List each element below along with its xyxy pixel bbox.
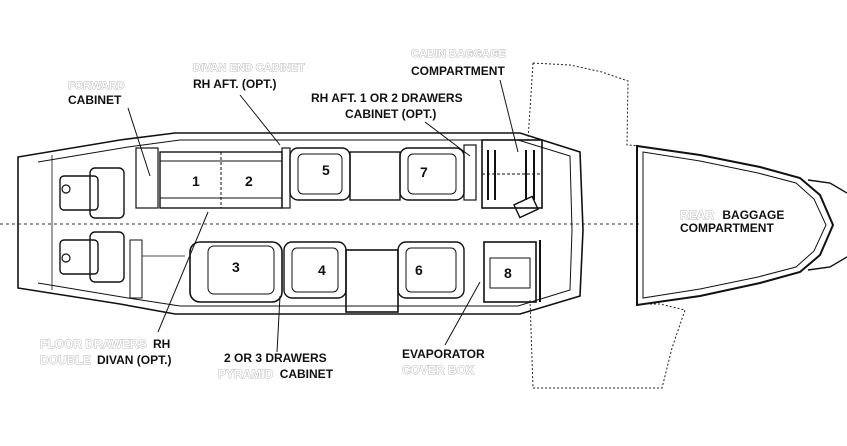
evaporator-label-line1: EVAPORATOR <box>402 347 485 361</box>
svg-text:REAR BAGGAGE COMPARTME: REAR BAGGAGE COMPARTMENT <box>680 208 788 235</box>
rear-baggage-label-word2: BAGGAGE <box>722 208 784 222</box>
floor-drawers-label-part3: DOUBLE <box>40 353 91 367</box>
drawers-cabinet-label-line2: CABINET (OPT.) <box>345 107 436 121</box>
divan-end-cabinet-label-line1: DIVAN END CABINET <box>193 62 305 74</box>
fuselage-inner-wall <box>37 139 573 307</box>
svg-text:DIVAN END CABINET RH AFT.: DIVAN END CABINET RH AFT. (OPT.) <box>193 60 308 91</box>
floor-drawers-label-part4: DIVAN (OPT.) <box>97 353 171 367</box>
seat-7-shape <box>399 147 465 201</box>
evaporator-label-line2: COVER BOX <box>402 363 474 377</box>
cabin-baggage-label-line2: COMPARTMENT <box>411 64 505 78</box>
drawers-cabinet-label-line1: RH AFT. 1 OR 2 DRAWERS <box>311 91 463 105</box>
leader-lines <box>127 79 519 353</box>
seat-number-7: 7 <box>420 164 428 180</box>
pyramid-cabinet-label-part2: PYRAMID <box>218 367 274 381</box>
seat-3-shape <box>189 241 283 303</box>
rh-aft-drawers-cabinet <box>463 144 477 201</box>
rear-baggage-label-word3: COMPARTMENT <box>680 221 774 235</box>
divan-end-cabinet <box>281 147 291 209</box>
svg-text:FORWARD CABINET: FORWARD CABINET <box>68 78 128 107</box>
seat-6-shape <box>397 241 465 299</box>
table-forward <box>349 151 401 201</box>
seat-number-5: 5 <box>322 162 330 178</box>
forward-cabinet <box>135 147 159 209</box>
aft-fuselage-dotted <box>527 62 686 389</box>
divan-end-cabinet-label-line2: RH AFT. (OPT.) <box>193 77 277 91</box>
small-cabinet <box>513 195 539 219</box>
floor-drawers-label-part1: FLOOR DRAWERS <box>40 337 147 351</box>
svg-text:FLOOR DRAWERS RH DOUBL: FLOOR DRAWERS RH DOUBLE DIVAN (OPT.) <box>40 337 174 367</box>
floor-drawers-label-part2: RH <box>153 337 170 351</box>
tail-cone <box>807 179 847 271</box>
forward-cabinet-label-line1: FORWARD <box>68 80 125 92</box>
seat-number-8: 8 <box>504 265 512 281</box>
fuselage-outline <box>17 132 584 315</box>
seat-number-4: 4 <box>318 262 326 278</box>
forward-cabinet-label-line2: CABINET <box>68 93 122 107</box>
pyramid-cabinet-label-part3: CABINET <box>280 367 334 381</box>
divan-seats-1-2 <box>159 151 283 209</box>
svg-text:RH AFT. 1 OR 2 DRAWERS CAB: RH AFT. 1 OR 2 DRAWERS CABINET (OPT.) <box>311 91 466 121</box>
cabin-baggage-compartment <box>481 139 543 209</box>
seat-number-1: 1 <box>192 173 200 189</box>
pilot-seat-left <box>59 167 125 219</box>
seat-number-6: 6 <box>415 262 423 278</box>
svg-text:2 OR 3 DRAWERS PYRAMID: 2 OR 3 DRAWERS PYRAMID CABINET <box>218 351 334 381</box>
seat-4-shape <box>283 241 347 299</box>
seat-5-shape <box>289 147 351 201</box>
seat-number-3: 3 <box>232 259 240 275</box>
rear-baggage-compartment-inner <box>642 151 827 299</box>
svg-text:CABIN BAGGAGE COMPARTMENT: CABIN BAGGAGE COMPARTMENT <box>411 46 509 78</box>
svg-text:EVAPORATOR COVER BOX: EVAPORATOR COVER BOX <box>402 347 488 377</box>
seat-8-shape <box>483 240 541 303</box>
rear-baggage-label-word1: REAR <box>680 208 714 222</box>
rear-baggage-compartment-outline <box>636 144 835 307</box>
cabin-baggage-label-line1: CABIN BAGGAGE <box>411 48 506 60</box>
table-aft <box>345 249 399 313</box>
seat-number-2: 2 <box>245 173 253 189</box>
pyramid-cabinet-label-line1: 2 OR 3 DRAWERS <box>224 351 327 365</box>
pilot-seat-right <box>59 231 125 283</box>
